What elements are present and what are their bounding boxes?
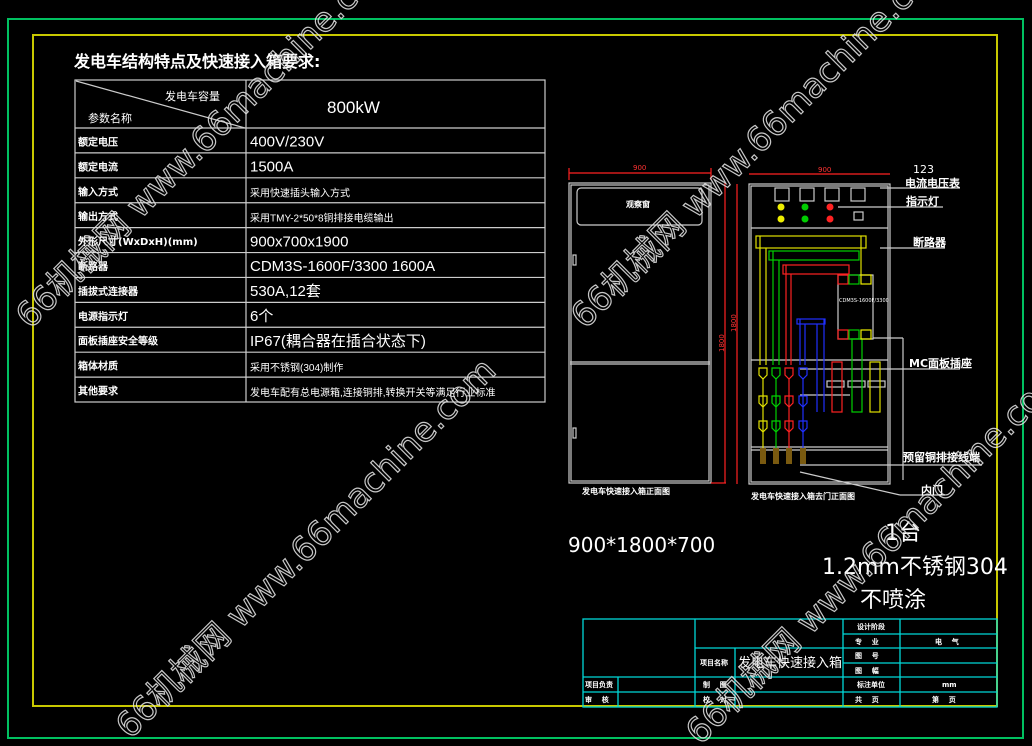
tb-review-label: 审 核 (585, 695, 609, 704)
callout-terminal: 预留铜排接线端 (903, 450, 980, 464)
indicator-lamp (777, 215, 785, 223)
indicator-lamp (801, 203, 809, 211)
spec-value: 发电车配有总电源箱,连接铜排,转换开关等满足行业标准 (250, 386, 496, 399)
connector (784, 395, 794, 408)
header-param: 参数名称 (88, 111, 132, 125)
tb-scale-label: 图 幅 (855, 666, 879, 675)
qty-note: 1台 (885, 521, 921, 546)
window-label: 观察窗 (626, 199, 650, 209)
drawing-title: 发电车结构特点及快速接入箱要求: (73, 52, 320, 71)
breaker-terminal (837, 329, 849, 340)
spec-label: 断路器 (78, 260, 109, 273)
tb-check-label: 校 对 (703, 695, 727, 704)
spec-value: 6个 (250, 308, 273, 325)
spec-value: 400V/230V (250, 134, 324, 151)
tb-project-name-label: 项目名称 (700, 658, 728, 667)
tb-discipline: 电 气 (935, 637, 959, 646)
front-caption: 发电车快速接入箱正面图 (581, 486, 670, 496)
indicator-lamp (826, 215, 834, 223)
spec-value: CDM3S-1600F/3300 1600A (250, 258, 435, 275)
breaker-terminal (860, 329, 872, 340)
indicator-lamp (801, 215, 809, 223)
connector (798, 367, 808, 380)
title-block (582, 618, 998, 708)
spec-label: 外形尺寸(WxDxH)(mm) (77, 235, 198, 248)
breaker-terminal (848, 274, 860, 285)
busbar-terminal (760, 448, 766, 464)
header-value: 800kW (327, 98, 380, 117)
breaker-model: CDM3S-1600F/3300 (839, 298, 889, 304)
spec-table (74, 79, 546, 403)
inner-caption: 发电车快速接入箱去门正面图 (750, 491, 855, 501)
spec-label: 额定电压 (78, 135, 118, 148)
connector (771, 420, 781, 433)
tb-design-stage-label: 设计阶段 (857, 622, 885, 631)
connector (771, 367, 781, 380)
spec-label: 输出方式 (78, 210, 118, 223)
tb-drawing-no-label: 图 号 (855, 651, 879, 660)
watermark: 66机械网 www.66machine.com (8, 0, 404, 336)
callout-socket: MC面板插座 (909, 356, 972, 370)
spec-value: 900x700x1900 (250, 233, 348, 250)
tb-discipline-label: 专 业 (855, 637, 879, 646)
callout-breaker: 断路器 (913, 235, 947, 249)
connector (758, 395, 768, 408)
spec-value: 采用快速插头输入方式 (250, 187, 350, 200)
spec-label: 箱体材质 (78, 360, 118, 373)
tb-draw-label: 制 图 (703, 680, 727, 689)
inner-height-dim: 1800 (730, 314, 738, 332)
spec-value: 530A,12套 (250, 283, 321, 300)
size-note: 900*1800*700 (568, 533, 715, 557)
indicator-lamp (826, 203, 834, 211)
outer-frame (7, 18, 1024, 739)
inner-view (736, 173, 982, 496)
tb-unit-label: 标注单位 (856, 680, 885, 689)
spec-label: 输入方式 (78, 185, 118, 198)
spec-value: 1500A (250, 159, 293, 176)
tb-project-name: 发电车快速接入箱 (738, 655, 842, 671)
watermark: 66机械网 www.66machine.com (678, 356, 1032, 746)
busbar-terminal (773, 448, 779, 464)
callout-inner-door: 内门 (921, 483, 943, 497)
spec-value: 采用TMY-2*50*8铜排接电缆输出 (250, 211, 394, 224)
connector (784, 367, 794, 380)
busbar-terminal (786, 448, 792, 464)
material-note: 1.2mm不锈钢304 (822, 555, 1008, 580)
spec-label: 插拔式连接器 (78, 285, 139, 298)
connector (758, 420, 768, 433)
connector (758, 367, 768, 380)
connector (798, 420, 808, 433)
busbar-terminal (800, 448, 806, 464)
front-width-dim: 900 (633, 164, 646, 172)
breaker-terminal (837, 274, 849, 285)
breaker-terminal (848, 329, 860, 340)
callout-meter-number: 123 (913, 163, 934, 176)
tb-unit: mm (942, 681, 957, 689)
finish-note: 不喷涂 (860, 588, 926, 613)
indicator-lamp (777, 203, 785, 211)
callout-meter: 电流电压表 (905, 176, 961, 190)
watermark: 66机械网 www.66machine.com (108, 350, 504, 746)
connector (784, 420, 794, 433)
spec-value: IP67(耦合器在插合状态下) (250, 333, 426, 350)
spec-label: 额定电流 (78, 160, 118, 173)
tb-total-pages-label: 共 页 (855, 695, 879, 704)
front-height-dim: 1800 (718, 334, 726, 352)
inner-frame (32, 34, 998, 707)
breaker-terminal (860, 274, 872, 285)
spec-label: 电源指示灯 (78, 310, 128, 323)
spec-label: 面板插座安全等级 (78, 335, 159, 348)
tb-project-lead-label: 项目负责 (585, 680, 613, 689)
connector (771, 395, 781, 408)
spec-label: 其他要求 (78, 385, 119, 398)
tb-page-label: 第 页 (932, 695, 956, 704)
inner-width-dim: 900 (818, 166, 831, 174)
front-view (568, 168, 726, 484)
header-capacity: 发电车容量 (165, 89, 220, 103)
connector (798, 395, 808, 408)
watermark: 66机械网 www.66machine.com (563, 0, 959, 336)
callout-lamp: 指示灯 (906, 194, 939, 208)
spec-value: 采用不锈钢(304)制作 (250, 361, 343, 374)
